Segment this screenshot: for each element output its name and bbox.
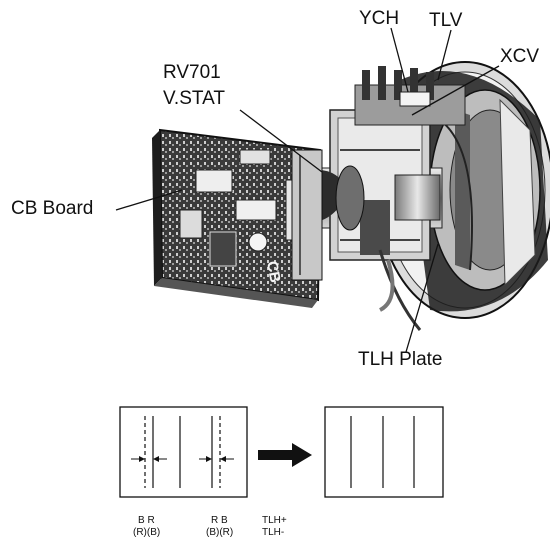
ych-leader-line	[390, 27, 409, 93]
vstat-leader-line	[239, 109, 323, 173]
left-col2-bottom-label: (B)(R)	[206, 527, 234, 538]
tlh-adjustment-diagram	[119, 406, 444, 498]
leader-lines	[115, 27, 500, 353]
right-arrow-icon	[258, 443, 312, 467]
tlh-plate-label: TLH Plate	[358, 349, 443, 370]
tlh-plate-leader-line	[405, 243, 439, 353]
tlh-plus-label: TLH+	[262, 515, 287, 526]
cb-board-label: CB Board	[11, 198, 94, 219]
xcv-label: XCV	[500, 46, 540, 67]
before-screen	[119, 406, 248, 498]
left-col1-bottom-label: (R)(B)	[133, 527, 161, 538]
tlv-leader-line	[437, 29, 452, 81]
left-col2-top-label: R B	[211, 515, 228, 526]
left-col1-top-label: B R	[138, 515, 155, 526]
cb-board: CB	[152, 128, 323, 308]
tlh-minus-label: TLH-	[262, 527, 285, 538]
board-silk-label: CB	[263, 260, 284, 284]
cb-board-leader-line	[115, 189, 183, 211]
vstat-label: V.STAT	[163, 88, 225, 109]
after-screen	[324, 406, 444, 498]
ych-label: YCH	[359, 8, 400, 29]
xcv-leader-line	[411, 65, 500, 116]
tlv-label: TLV	[429, 10, 463, 31]
rv701-label: RV701	[163, 62, 221, 83]
